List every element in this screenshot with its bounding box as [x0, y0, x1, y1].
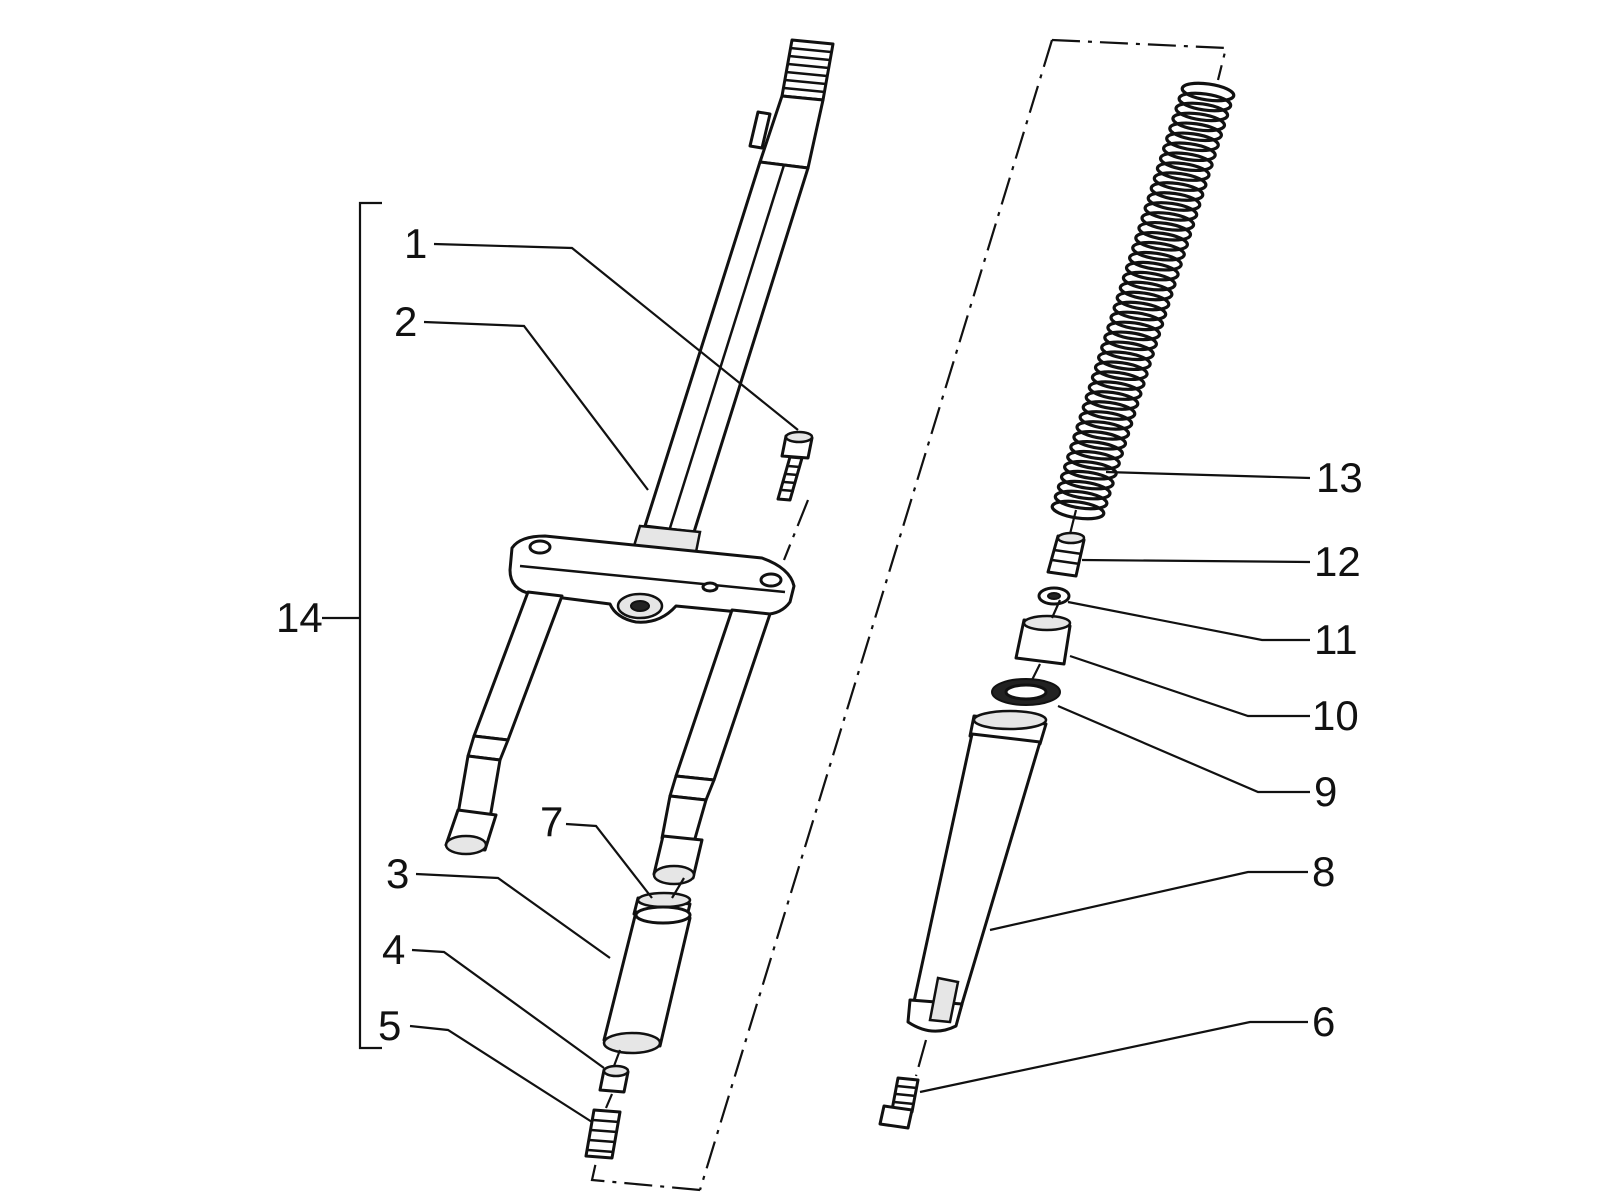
spring-coil — [1162, 141, 1217, 163]
spring-coil — [1066, 449, 1121, 471]
spring-coil — [1146, 191, 1202, 212]
spring-coil — [1069, 439, 1124, 461]
callout-11: 11 — [1314, 616, 1358, 663]
callout-6: 6 — [1312, 998, 1335, 1045]
bushing-part-10 — [1014, 614, 1072, 666]
fork-tube-part-8 — [906, 709, 1048, 1033]
spring-coil — [1081, 400, 1137, 421]
spring-coil — [1118, 280, 1174, 302]
washer-part-11 — [1037, 586, 1071, 606]
spring-coil — [1149, 181, 1205, 202]
spring-coil — [1174, 101, 1230, 123]
spring-coil — [1158, 151, 1214, 173]
seal-part-9 — [991, 678, 1061, 706]
spring-coil — [1093, 360, 1149, 382]
screw-part-5 — [584, 1108, 622, 1160]
callout-12: 12 — [1314, 538, 1361, 585]
spring-coil — [1050, 499, 1106, 521]
spring-coil — [1059, 469, 1115, 491]
spring-coil — [1106, 320, 1162, 342]
screw-part-6 — [878, 1076, 920, 1130]
spring-coil — [1180, 81, 1236, 103]
spring-coil — [1137, 220, 1193, 242]
callout-1: 1 — [404, 220, 427, 267]
spring-coil — [1112, 300, 1168, 322]
spring-coil — [1143, 201, 1199, 222]
spring-coil — [1103, 330, 1158, 352]
bolt-part-1 — [776, 430, 814, 502]
spring-guide-part-12 — [1046, 531, 1086, 578]
callout-5: 5 — [378, 1002, 401, 1049]
spring-coil — [1056, 479, 1112, 501]
spring-coil — [1124, 260, 1180, 282]
fork-leg-left — [444, 590, 564, 856]
leader-lines — [409, 242, 1311, 1123]
spring-coil — [1078, 410, 1134, 431]
callout-9: 9 — [1314, 768, 1337, 815]
spring-coil — [1115, 290, 1171, 312]
slider-part-3 — [602, 905, 692, 1055]
fork-leg-right — [652, 608, 772, 886]
spring-coil — [1084, 390, 1140, 411]
callout-2: 2 — [394, 298, 417, 345]
callout-4: 4 — [382, 926, 405, 973]
washer-part-4 — [598, 1064, 630, 1094]
spring-coil — [1075, 420, 1131, 441]
spring-coil — [1087, 380, 1143, 401]
callout-13: 13 — [1316, 454, 1363, 501]
spring-coil — [1177, 91, 1233, 113]
spring-coil — [1053, 489, 1109, 511]
callout-10: 10 — [1312, 692, 1359, 739]
assembly-bracket-14 — [322, 201, 382, 1050]
spring-coil — [1063, 459, 1118, 481]
callout-7: 7 — [540, 798, 563, 845]
callout-14: 14 — [276, 594, 323, 641]
spring-coil — [1165, 131, 1220, 153]
spring-coil — [1109, 310, 1165, 332]
spring-coil — [1090, 370, 1146, 391]
spring-coil — [1128, 250, 1183, 272]
spring-coil — [1168, 121, 1223, 143]
spring-coil — [1152, 171, 1208, 192]
spring-coil — [1131, 240, 1186, 262]
spring-coil — [1171, 111, 1227, 133]
spring-coil — [1097, 350, 1152, 372]
spring-part-13 — [1050, 81, 1236, 521]
callout-labels: 1 2 3 4 5 6 7 8 9 10 11 12 13 14 — [276, 220, 1363, 1049]
spring-coil — [1121, 270, 1177, 292]
spring-coil — [1100, 340, 1155, 362]
spring-coil — [1140, 211, 1196, 232]
spring-coil — [1134, 230, 1189, 252]
callout-8: 8 — [1312, 848, 1335, 895]
spring-coil — [1155, 161, 1211, 182]
fork-bridge — [508, 534, 796, 624]
steering-tube-part-2 — [632, 38, 835, 554]
callout-3: 3 — [386, 850, 409, 897]
spring-coil — [1072, 429, 1128, 451]
